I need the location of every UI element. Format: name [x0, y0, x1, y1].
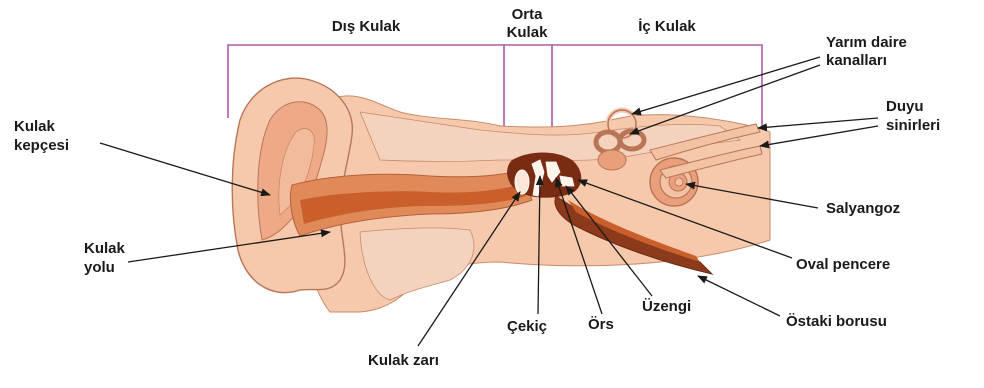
- label-eustachian: Östaki borusu: [786, 313, 887, 330]
- region-label-outer-ear: Dış Kulak: [310, 18, 422, 35]
- label-semicircular-line2: kanalları: [826, 52, 887, 69]
- label-canal-line2: yolu: [84, 259, 115, 276]
- middle-ear-bracket: [504, 45, 552, 130]
- label-incus: Örs: [588, 316, 614, 333]
- label-nerves-line1: Duyu: [886, 98, 924, 115]
- arrow-nerves-1: [758, 118, 878, 128]
- region-label-middle-ear-line2: Kulak: [496, 24, 558, 41]
- eardrum-shape: [515, 170, 529, 194]
- arrow-eustachian: [698, 276, 780, 316]
- label-pinna-line2: kepçesi: [14, 137, 69, 154]
- label-pinna-line1: Kulak: [14, 118, 55, 135]
- region-label-inner-ear: İç Kulak: [612, 18, 722, 35]
- label-nerves-line2: sinirleri: [886, 117, 940, 134]
- label-oval-window: Oval pencere: [796, 256, 890, 273]
- lower-bone: [360, 228, 474, 300]
- label-cochlea: Salyangoz: [826, 200, 900, 217]
- label-semicircular-line1: Yarım daire: [826, 34, 907, 51]
- arrow-semicircular-1: [632, 57, 820, 114]
- label-canal-line1: Kulak: [84, 240, 125, 257]
- region-label-middle-ear-line1: Orta: [496, 6, 558, 23]
- vestibule: [598, 150, 626, 170]
- label-eardrum: Kulak zarı: [368, 352, 439, 369]
- label-stapes: Üzengi: [642, 298, 691, 315]
- arrow-nerves-2: [760, 126, 878, 146]
- label-malleus: Çekiç: [507, 318, 547, 335]
